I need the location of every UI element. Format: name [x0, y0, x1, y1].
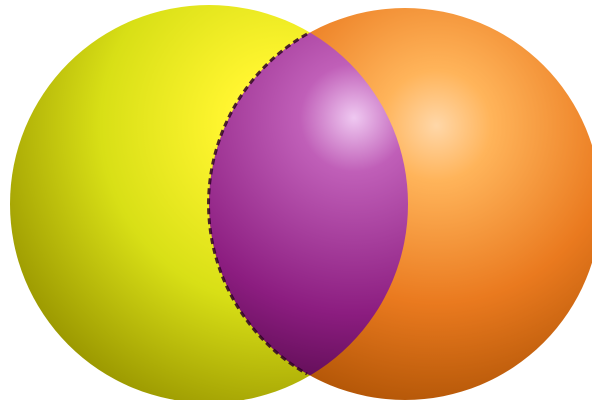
diagram-stage — [0, 0, 592, 400]
venn-diagram — [0, 0, 592, 400]
